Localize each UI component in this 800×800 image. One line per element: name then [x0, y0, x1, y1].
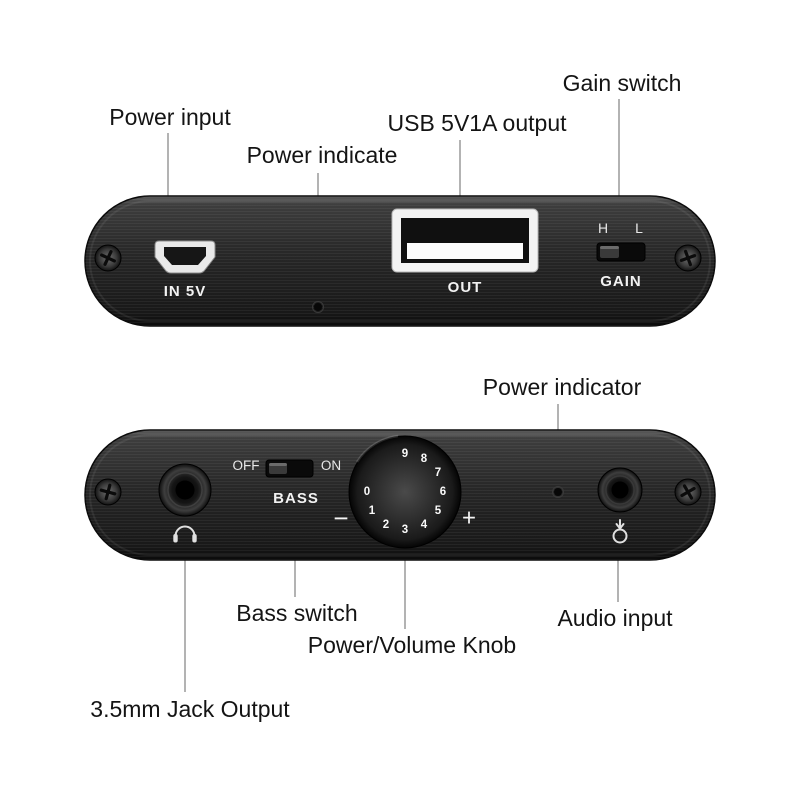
power-input-callout: Power input: [109, 104, 231, 130]
bass-switch-label: BASS: [273, 490, 319, 507]
volume-plus-label: +: [462, 505, 476, 532]
volume-knob-face: [348, 435, 462, 549]
screw-icon: [674, 244, 702, 272]
svg-text:6: 6: [440, 486, 446, 498]
svg-text:7: 7: [435, 467, 441, 479]
audio-input-callout: Audio input: [557, 605, 673, 631]
svg-text:2: 2: [383, 519, 389, 531]
gain-low-label: L: [635, 220, 643, 236]
jack-output-callout: 3.5mm Jack Output: [90, 696, 290, 722]
screw-icon: [94, 478, 122, 506]
gain-switch-callout: Gain switch: [562, 70, 682, 96]
usb-a-output-port: [391, 208, 539, 273]
screw-icon: [94, 244, 122, 272]
volume-knob: 0 1 2 3 4 5 6 7 8 9 − +: [333, 434, 476, 549]
volume-knob-scale: 0 1 2 3 4 5 6 7 8 9: [364, 448, 446, 536]
usb-port-label: OUT: [448, 279, 483, 296]
line-in-icon: [612, 519, 628, 544]
svg-text:1: 1: [369, 505, 376, 517]
gain-switch-label: GAIN: [600, 273, 642, 290]
svg-text:0: 0: [364, 486, 370, 498]
gain-switch: H L GAIN: [596, 220, 646, 290]
gain-switch-knob-highlight: [600, 246, 619, 249]
top-panel-inner-edge: [89, 200, 711, 322]
top-panel-device: IN 5V OUT H L GAIN: [84, 195, 716, 327]
power-port-label: IN 5V: [164, 283, 207, 300]
power-indicate-callout: Power indicate: [246, 142, 398, 168]
volume-knob-callout: Power/Volume Knob: [307, 632, 517, 658]
svg-text:3: 3: [402, 524, 408, 536]
gain-switch-knob: [600, 246, 619, 258]
audio-input-jack: [597, 467, 643, 513]
bottom-panel-device: OFF ON BASS 0 1 2 3 4 5 6 7: [84, 429, 716, 561]
bass-off-label: OFF: [233, 458, 260, 473]
volume-minus-label: −: [333, 503, 348, 533]
svg-text:8: 8: [421, 453, 428, 465]
bass-switch-callout: Bass switch: [236, 600, 358, 626]
svg-text:5: 5: [435, 505, 442, 517]
usb-output-callout: USB 5V1A output: [387, 110, 567, 136]
bottom-panel-inner-edge: [89, 434, 711, 556]
headphone-icon: [173, 525, 197, 543]
volume-knob-highlight: [355, 434, 399, 463]
bass-on-label: ON: [321, 458, 341, 473]
headphone-output-jack: [158, 463, 212, 517]
micro-usb-power-port: [154, 240, 216, 274]
bass-switch: OFF ON BASS: [233, 458, 342, 507]
screw-icon: [674, 478, 702, 506]
power-indicate-led: [312, 301, 324, 313]
bass-switch-knob: [269, 463, 287, 474]
bass-switch-knob-highlight: [269, 463, 287, 466]
svg-text:9: 9: [402, 448, 408, 460]
svg-text:4: 4: [421, 519, 428, 531]
power-indicator-led: [552, 486, 564, 498]
gain-high-label: H: [598, 220, 608, 236]
power-indicator-callout: Power indicator: [482, 374, 642, 400]
